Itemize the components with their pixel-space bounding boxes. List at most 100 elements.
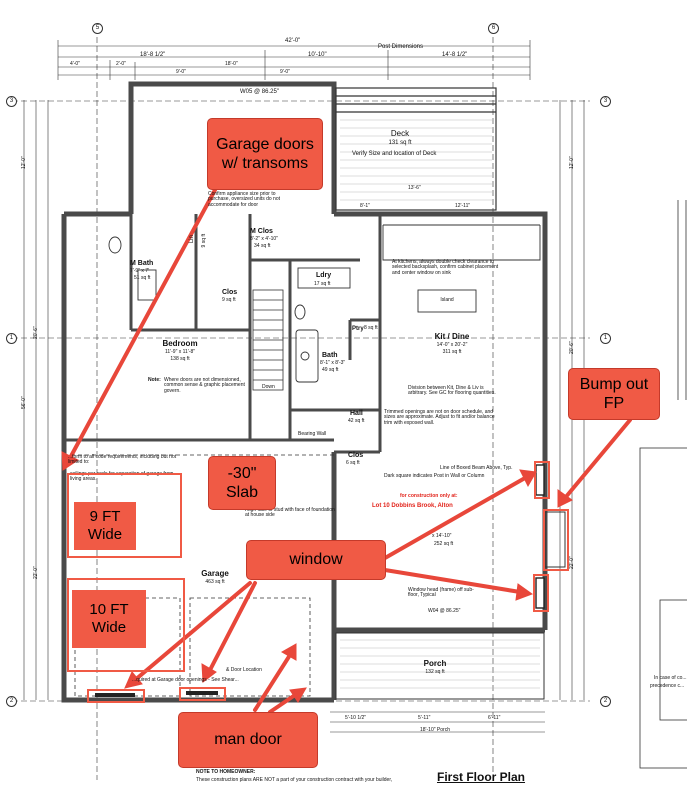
homeowner-note-title: NOTE TO HOMEOWNER:: [196, 769, 256, 775]
kitchens-note: At kitchens, always double check clearan…: [392, 259, 499, 276]
m-clos-area: 34 sq ft: [254, 243, 271, 249]
overall-width-dimension: 42'-0": [285, 38, 301, 44]
door-location-note: & Door Location: [226, 667, 262, 673]
bath-size: 8'-1" x 8'-3": [320, 360, 346, 366]
homeowner-note-body: These construction plans ARE NOT a part …: [196, 777, 393, 783]
kit-dine-area: 311 sq ft: [442, 349, 462, 355]
trimmed-openings-note: Trimmed openings are not on door schedul…: [384, 409, 495, 426]
left-total-dimension: 56'-0": [20, 396, 27, 409]
clos2-name: Clos: [348, 452, 364, 459]
m-clos-name: M Clos: [250, 228, 273, 235]
right-upper-dimension: 12'-0": [568, 156, 575, 169]
nine-ft-label: 9 FT Wide: [74, 502, 136, 550]
bedroom-name: Bedroom: [162, 339, 198, 348]
window-callout: window: [246, 540, 386, 580]
ptry-name: Ptry: [352, 326, 364, 332]
lin-name: Lin: [188, 235, 195, 244]
right-lower-dimension: 22'-0": [568, 556, 575, 569]
shear-note: ...quired at Garage door openings - See …: [132, 677, 239, 683]
bottom-dimension-b: 5'-11": [418, 715, 431, 721]
doors-note-label: Note:: [148, 377, 161, 383]
in-case-note: In case of co...: [654, 675, 687, 681]
post-dimensions-label: Post Dimensions: [378, 44, 424, 50]
dark-square-note: Dark square indicates Post in Wall or Co…: [384, 473, 485, 479]
grid-bubble-right-b: 1: [600, 333, 611, 344]
man-door-callout: man door: [178, 712, 318, 768]
bump-out-fp-callout: Bump out FP: [568, 368, 660, 420]
left-lower-dimension: 22'-0": [32, 566, 39, 579]
bottom-porch-dimension: 18'-10" Porch: [420, 727, 450, 733]
deck-room-area: 131 sq ft: [388, 140, 412, 146]
deck-dimension-a: 8'-1": [360, 203, 370, 209]
left-span-dimension: 18'-8 1/2": [140, 52, 166, 58]
garage-area: 463 sq ft: [205, 579, 225, 585]
grid-bubble-right-c: 2: [600, 696, 611, 707]
clos2-area: 6 sq ft: [346, 460, 360, 466]
top-dimension-e: 9'-0": [280, 69, 290, 75]
grid-bubble-left-a: 3: [6, 96, 17, 107]
m-bath-size: 7'-9" x 7': [130, 268, 149, 274]
w04-window-tag: W04 @ 86.25": [428, 608, 461, 614]
deck-dimension-wide: 13'-6": [408, 185, 421, 191]
hall-area: 42 sq ft: [348, 418, 365, 424]
top-dimension-a: 4'-0": [70, 61, 80, 67]
precedence-note: precedence c...: [650, 683, 685, 689]
right-span-dimension: 14'-8 1/2": [442, 52, 468, 58]
ldry-area: 17 sq ft: [314, 281, 331, 287]
left-upper-dimension: 12'-0": [20, 156, 27, 169]
kit-dine-name: Kit / Dine: [434, 332, 470, 341]
bedroom-area: 138 sq ft: [170, 356, 190, 362]
m-bath-name: M Bath: [130, 260, 154, 267]
ptry-area: 8 sq ft: [364, 325, 378, 331]
porch-name: Porch: [423, 659, 447, 668]
lot-address: Lot 10 Dobbins Brook, Alton: [372, 503, 453, 509]
align-face-note: Align face of stud with face of foundati…: [245, 507, 335, 519]
garage-name: Garage: [201, 569, 229, 578]
construction-only-note: for construction only at:: [400, 493, 458, 499]
living-area: 252 sq ft: [434, 541, 454, 547]
deck-room-name: Deck: [390, 129, 410, 138]
bottom-dimension-a: 5'-10 1/2": [345, 715, 367, 721]
bottom-dimension-c: 6'-11": [488, 715, 501, 721]
hall-name: Hall: [350, 410, 363, 417]
code-requirements-note: ...form to all code requirements, includ…: [68, 454, 177, 466]
ten-ft-highlight: [67, 578, 185, 672]
down-stair-label: Down: [262, 384, 275, 390]
clos-name: Clos: [222, 289, 238, 296]
porch-area: 132 sq ft: [425, 669, 445, 675]
grid-bubble-left-b: 1: [6, 333, 17, 344]
mid-span-dimension: 10'-10": [308, 52, 327, 58]
kit-dine-size: 14'-0" x 20'-2": [436, 342, 468, 348]
grid-bubble-right-a: 3: [600, 96, 611, 107]
slab-callout: -30" Slab: [208, 456, 276, 510]
grid-bubble-top-right: 6: [488, 23, 499, 34]
nine-ft-highlight: [67, 473, 182, 558]
right-mid-dimension: 20'-6": [568, 341, 575, 354]
bedroom-size: 11'-9" x 11'-8": [164, 349, 195, 355]
bath-area: 49 sq ft: [322, 367, 339, 373]
island-label: Island: [440, 297, 454, 303]
lin-area: 9 sq ft: [201, 233, 208, 248]
left-mid-dimension: 20'-6": [32, 326, 39, 339]
doors-note: Where doors are not dimensioned, common …: [164, 377, 245, 394]
ten-ft-label: 10 FT Wide: [72, 590, 146, 648]
top-dimension-c: 18'-0": [225, 61, 238, 67]
living-size: x 14'-10": [432, 533, 452, 539]
top-dimension-b: 2'-0": [116, 61, 126, 67]
top-dimension-d: 9'-0": [176, 69, 186, 75]
appliance-note: Confirm appliance size prior to purchase…: [208, 191, 280, 208]
m-clos-size: 8'-2" x 4'-10": [250, 236, 278, 242]
ldry-name: Ldry: [316, 272, 332, 279]
m-bath-area: 51 sq ft: [134, 275, 151, 281]
clos-area: 9 sq ft: [222, 297, 236, 303]
grid-bubble-left-c: 2: [6, 696, 17, 707]
top-window-tag: W05 @ 86.25": [240, 89, 279, 95]
deck-dimension-b: 12'-11": [455, 203, 471, 209]
drawing-title: First Floor Plan: [437, 770, 526, 784]
boxed-beam-note: Line of Boxed Beam Above, Typ.: [440, 465, 513, 471]
grid-bubble-top-left: 5: [92, 23, 103, 34]
bath-name: Bath: [322, 352, 338, 359]
garage-doors-callout: Garage doors w/ transoms: [207, 118, 323, 190]
window-head-note: Window head (frame) off sub-floor, Typic…: [408, 587, 474, 599]
